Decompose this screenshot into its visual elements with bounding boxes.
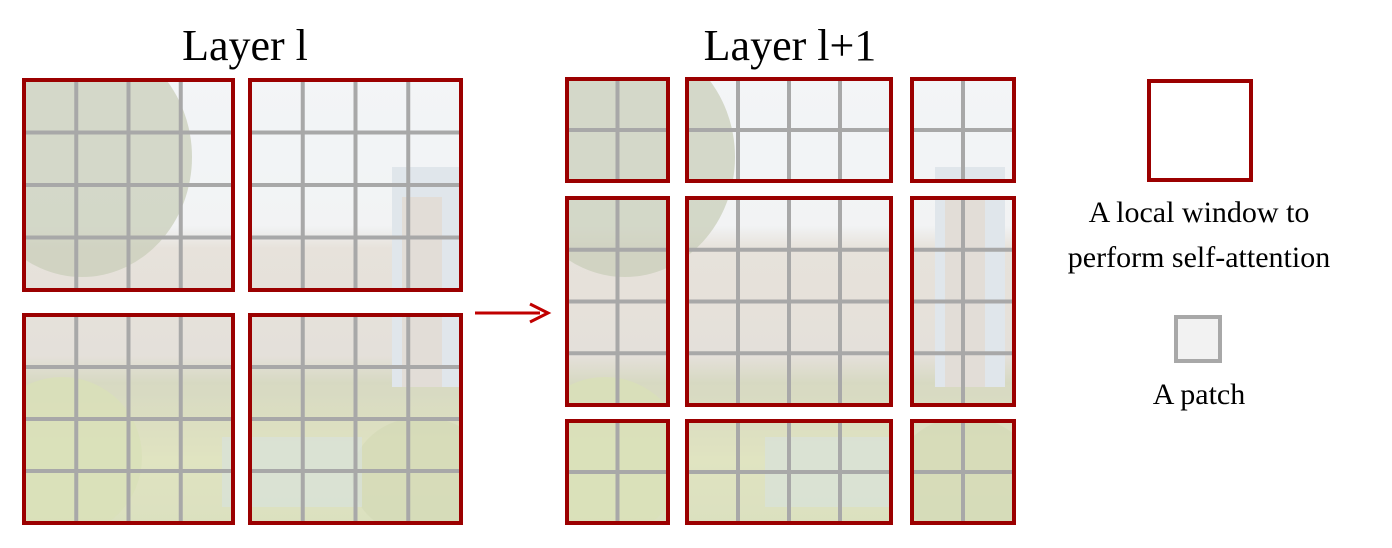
- window-border: [565, 77, 670, 183]
- local-window: [685, 196, 893, 407]
- window-border: [22, 313, 235, 525]
- window-border: [685, 77, 893, 183]
- legend-patch-icon: [1174, 315, 1222, 363]
- local-window: [22, 313, 235, 525]
- legend-window-line1: A local window to: [1088, 196, 1310, 229]
- window-border: [910, 419, 1016, 525]
- legend-window-label: A local window to perform self-attention: [1068, 190, 1330, 280]
- local-window: [910, 419, 1016, 525]
- legend-window-icon: [1147, 79, 1253, 182]
- legend-window-line2: perform self-attention: [1067, 241, 1331, 274]
- local-window: [910, 77, 1016, 183]
- local-window: [248, 313, 463, 525]
- shift-arrow: [475, 302, 552, 324]
- window-border: [685, 419, 893, 525]
- legend-patch-label: A patch: [1152, 378, 1246, 411]
- local-window: [565, 196, 670, 407]
- layer-l-windows: [22, 78, 463, 525]
- local-window: [910, 196, 1016, 407]
- local-window: [22, 78, 235, 292]
- layer-l1-title: Layer l+1: [703, 21, 877, 70]
- window-border: [565, 419, 670, 525]
- window-border: [565, 196, 670, 407]
- window-border: [248, 313, 463, 525]
- window-border: [22, 78, 235, 292]
- local-window: [565, 77, 670, 183]
- window-border: [910, 196, 1016, 407]
- window-border: [248, 78, 463, 292]
- layer-l-title: Layer l: [182, 21, 308, 70]
- window-border: [685, 196, 893, 407]
- local-window: [565, 419, 670, 525]
- layer-l1-windows: [565, 77, 1016, 525]
- window-border: [910, 77, 1016, 183]
- local-window: [685, 77, 893, 183]
- local-window: [685, 419, 893, 525]
- local-window: [248, 78, 463, 292]
